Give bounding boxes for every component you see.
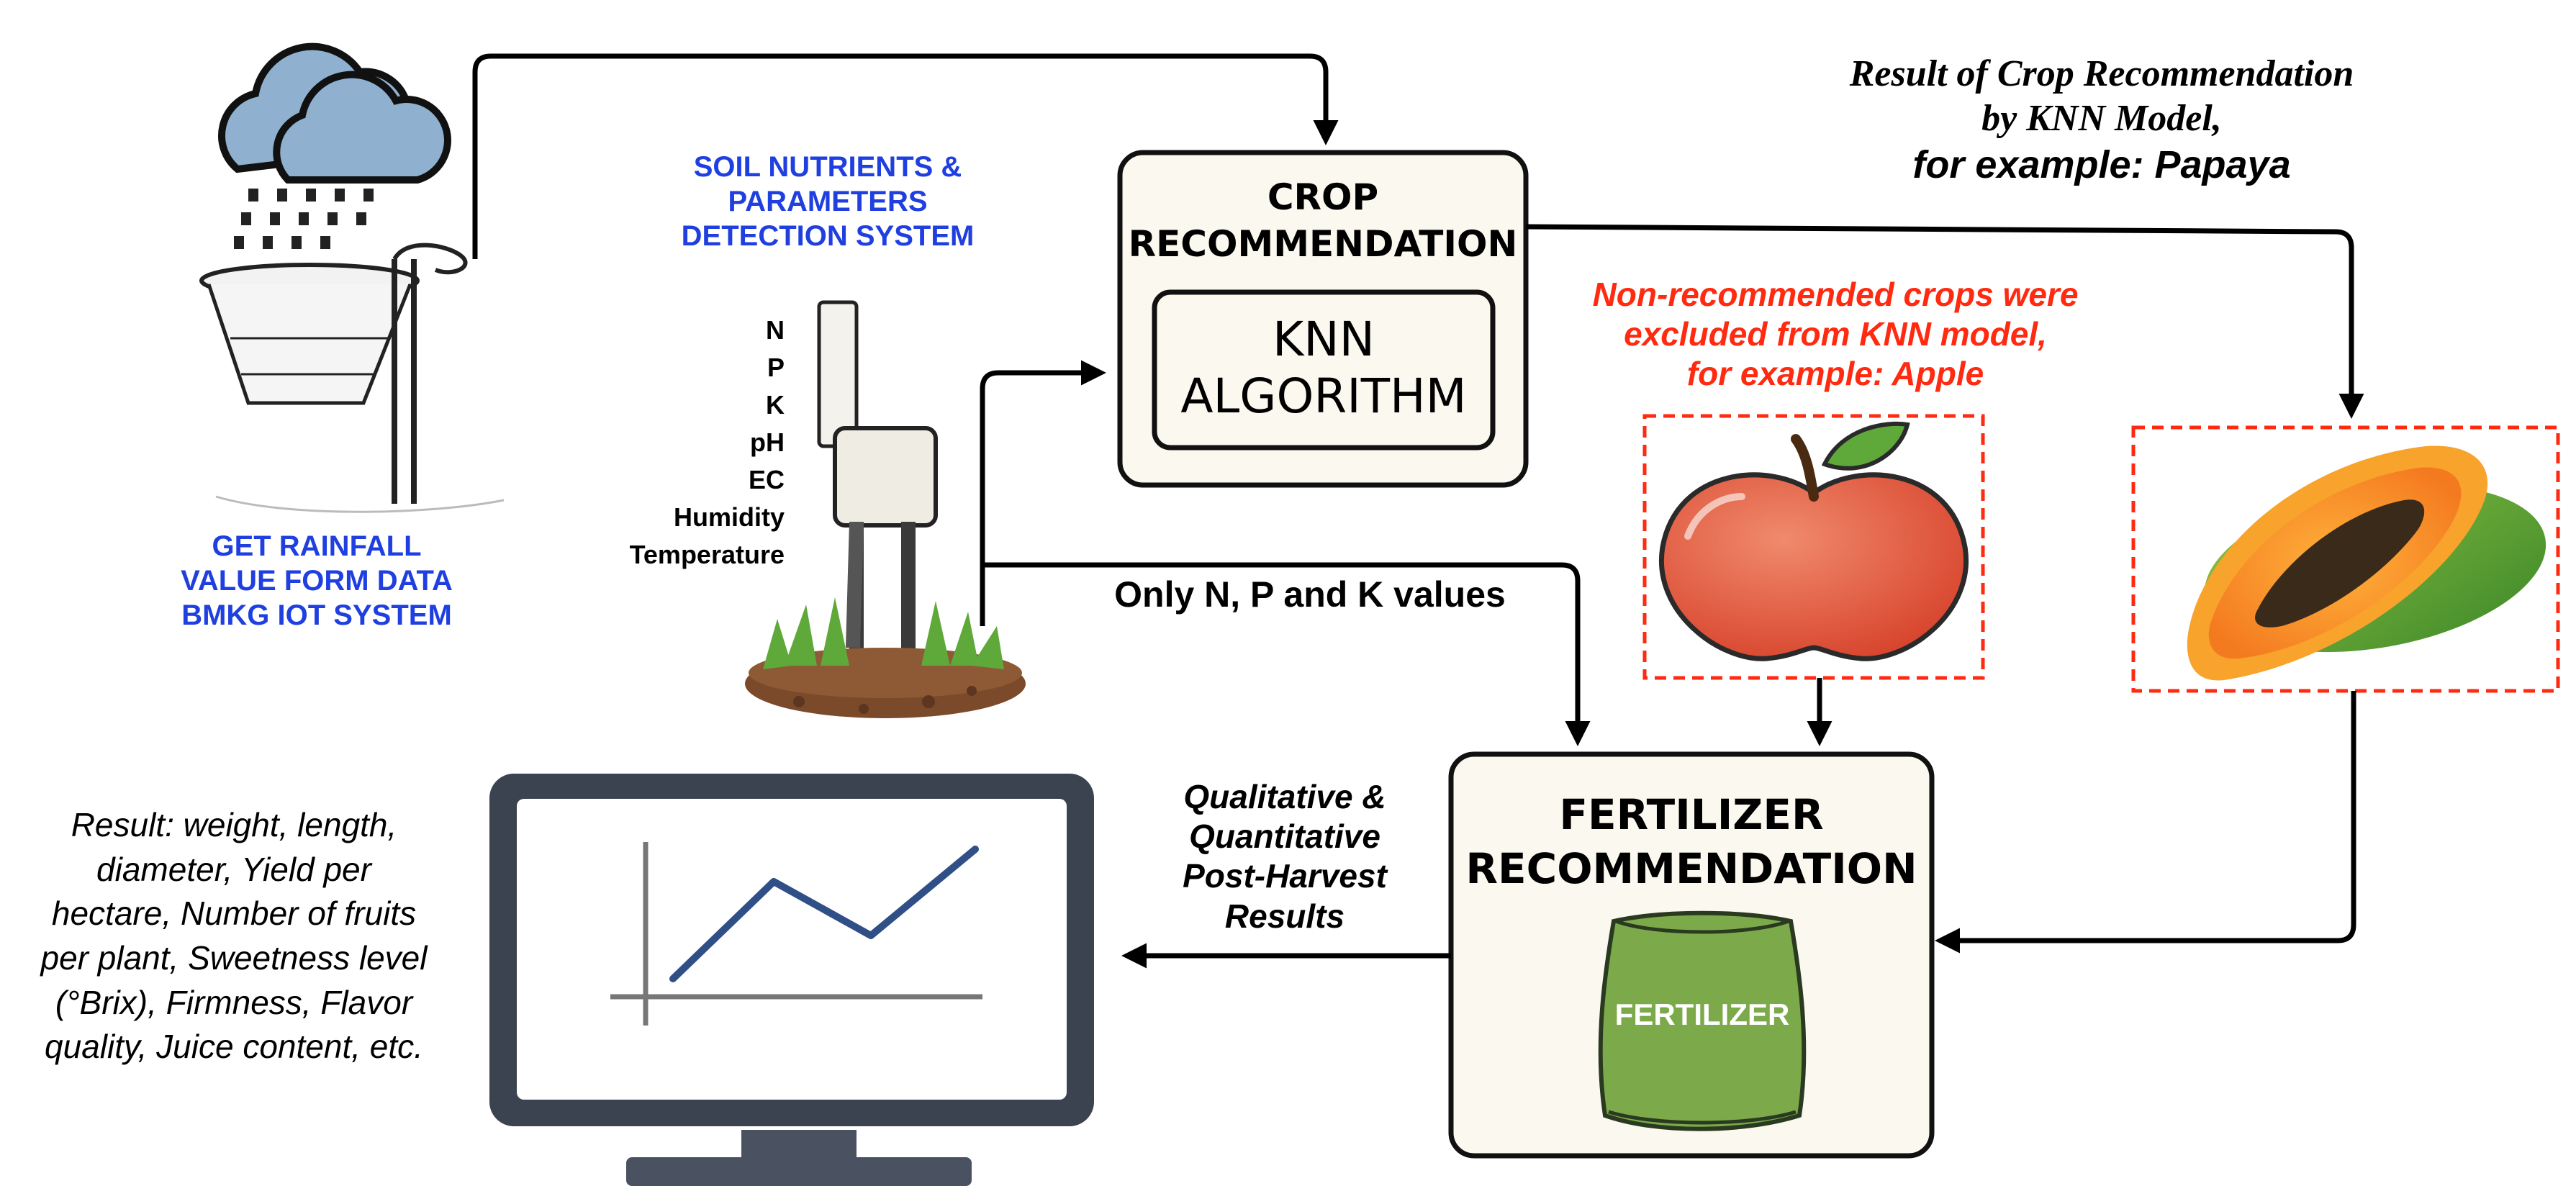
arrow-crop-to-papaya: [1525, 224, 2364, 419]
fertilizer-recommendation-title: FERTILIZER RECOMMENDATION: [1465, 790, 1917, 894]
param-n: N: [766, 315, 785, 345]
non-recommended-label: Non-recommended crops were excluded from…: [1592, 276, 2079, 393]
monitor-icon: [428, 746, 1118, 1186]
rain-gauge-icon: [199, 243, 505, 513]
arrow-sensor-to-crop: [980, 360, 1106, 626]
param-k: K: [766, 390, 785, 420]
arrow-rainfall-to-crop: [472, 53, 1339, 259]
papaya-dashed-box: [2131, 425, 2560, 693]
apple-dashed-box: [1642, 414, 1985, 680]
rain-cloud-icon: [218, 42, 452, 249]
param-p: P: [767, 353, 785, 382]
fertilizer-bag-icon: [1598, 910, 1807, 1131]
arrow-npk-to-fertilizer: [982, 562, 1591, 746]
param-ec: EC: [748, 465, 785, 494]
fertilizer-bag-label: FERTILIZER: [1614, 997, 1790, 1031]
apple-icon: [1658, 421, 1969, 661]
param-temperature: Temperature: [629, 540, 785, 569]
param-ph: pH: [750, 427, 785, 457]
post-harvest-label: Qualitative & Quantitative Post-Harvest …: [1183, 778, 1387, 935]
chart-line: [669, 846, 979, 982]
papaya-icon: [2187, 445, 2546, 681]
result-details-text: Result: weight, length, diameter, Yield …: [40, 806, 428, 1066]
crop-recommendation-title: CROP RECOMMENDATION: [1128, 176, 1518, 265]
knn-algorithm-title: KNN ALGORITHM: [1180, 312, 1467, 425]
soil-system-label: SOIL NUTRIENTS & PARAMETERS DETECTION SY…: [681, 151, 975, 252]
rainfall-label: GET RAINFALL VALUE FORM DATA BMKG IOT SY…: [181, 530, 453, 631]
arrow-papaya-to-fertilizer: [1935, 691, 2356, 954]
npk-values-label: Only N, P and K values: [1114, 574, 1506, 615]
result-crop-label: Result of Crop Recommendation by KNN Mod…: [1849, 53, 2354, 186]
soil-sensor-icon: [745, 300, 1026, 718]
knn-algorithm-box: [1152, 289, 1496, 451]
param-humidity: Humidity: [673, 502, 785, 532]
